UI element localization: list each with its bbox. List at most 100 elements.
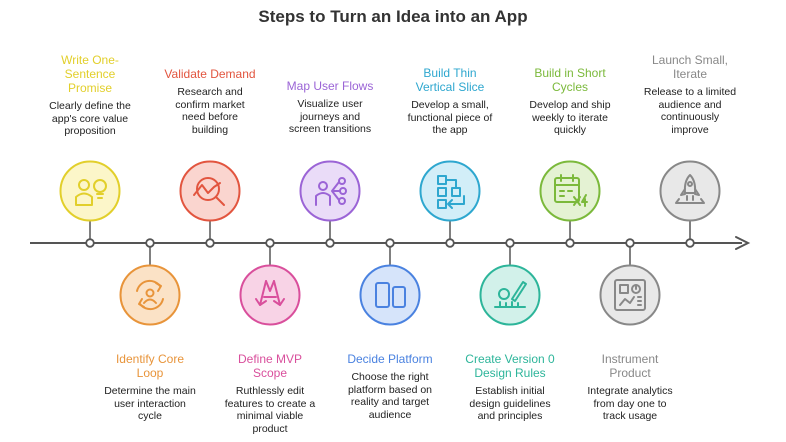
step-description-line: app's core value: [51, 112, 129, 125]
step-title-line: Vertical Slice: [415, 80, 485, 94]
step-description-line: Clearly define the: [49, 100, 131, 112]
step-description-line: the app: [432, 124, 468, 136]
step-description-line: functional piece of: [407, 111, 493, 124]
step-title-line: Write One-: [61, 53, 119, 67]
step-title-line: Cycles: [551, 80, 588, 94]
step-description-line: features to create a: [224, 397, 316, 410]
step-title-line: Define MVP: [237, 352, 303, 366]
timeline-node: [445, 238, 455, 248]
step-circle: [299, 160, 361, 222]
step-description-line: Release to a limited: [643, 86, 737, 98]
person-lightbulb-icon: [75, 179, 107, 206]
magnifier-chart-icon: [193, 177, 225, 206]
cycle-person-icon: [136, 279, 164, 311]
step-title-line: Build in Short: [534, 66, 606, 80]
step-title: Launch Small,Iterate: [630, 53, 750, 81]
timeline-node: [685, 238, 695, 248]
timeline-node: [505, 238, 515, 248]
step-node: [419, 160, 481, 222]
step-circle: [119, 264, 181, 326]
step-description-line: platform based on: [347, 383, 433, 396]
step-title-line: Promise: [67, 81, 112, 95]
step-node: [239, 264, 301, 326]
step-description-line: quickly: [553, 124, 587, 136]
step-title-line: Map User Flows: [286, 79, 374, 93]
step-node: [599, 264, 661, 326]
step-circle: [659, 160, 721, 222]
step-description-line: confirm market: [175, 98, 245, 111]
step-title-line: Design Rules: [474, 366, 546, 380]
rocket-launch-icon: [675, 174, 705, 204]
step-description-line: journeys and: [299, 110, 361, 123]
step-title-line: Identify Core: [115, 352, 185, 366]
diagram-title: Steps to Turn an Idea into an App: [258, 7, 528, 26]
step-title-line: Instrument: [601, 352, 659, 366]
step-description-line: Develop and ship: [529, 99, 611, 111]
step-node: [659, 160, 721, 222]
timeline-node: [625, 238, 635, 248]
step-title-line: Product: [609, 366, 651, 380]
step-circle: [599, 264, 661, 326]
user-flow-icon: [315, 177, 347, 206]
calendar-x4-icon: [554, 174, 588, 207]
step-description-line: Choose the right: [351, 371, 429, 383]
ruler-pencil-icon: [494, 281, 527, 308]
step-description-line: product: [252, 422, 288, 435]
step-description-line: Develop a small,: [411, 99, 489, 111]
step-node: [119, 264, 181, 326]
step-circle: [479, 264, 541, 326]
step-description-line: building: [191, 123, 229, 136]
step-description-line: screen transitions: [288, 123, 372, 135]
step-title-line: Loop: [136, 366, 164, 380]
step-description-line: cycle: [138, 410, 162, 422]
step-description-line: improve: [671, 123, 709, 136]
step-title-line: Decide Platform: [347, 352, 433, 366]
step-description-line: and principles: [477, 410, 543, 422]
timeline-arrowhead: [735, 236, 751, 250]
step-title-line: Create Version 0: [465, 352, 555, 366]
step-description-line: need before: [181, 111, 239, 123]
timeline-node: [265, 238, 275, 248]
timeline-node: [85, 238, 95, 248]
step-circle: [239, 264, 301, 326]
step-title-line: Build Thin: [423, 66, 477, 80]
timeline-node: [145, 238, 155, 248]
step-node: [359, 264, 421, 326]
step-title: Map User Flows: [270, 79, 390, 93]
timeline-node: [325, 238, 335, 248]
step-description-line: audience: [368, 408, 412, 421]
step-circle: [59, 160, 121, 222]
step-description-line: weekly to iterate: [532, 111, 608, 124]
step-title-line: Launch Small,: [651, 53, 729, 67]
step-description-line: Establish initial: [475, 385, 545, 397]
devices-icon: [375, 282, 406, 308]
step-node: [299, 160, 361, 222]
step-title-line: Sentence: [64, 67, 116, 81]
step-description-line: from day one to: [593, 397, 667, 410]
step-description-line: minimal viable: [236, 410, 304, 422]
step-description-line: Research and: [177, 86, 243, 98]
